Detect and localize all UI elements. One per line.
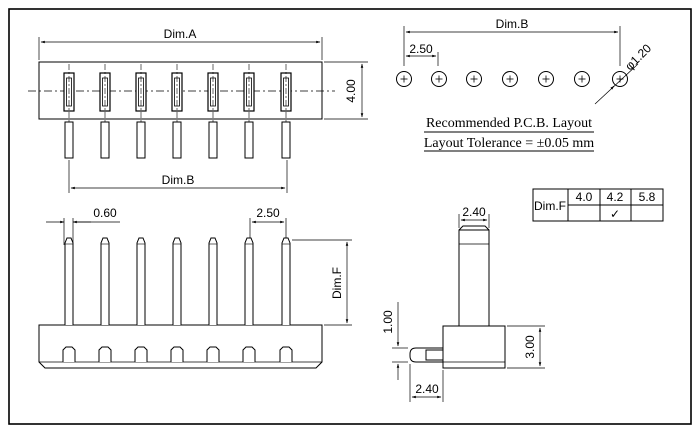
top-pin — [99, 64, 111, 160]
top-pin-tail — [172, 121, 182, 159]
front-pin-post — [172, 237, 182, 325]
dim-a-label: Dim.A — [164, 27, 197, 41]
top-pin-tail — [208, 121, 218, 159]
front-pin-post — [208, 237, 218, 325]
height-body-label: 4.00 — [344, 79, 358, 103]
pcb-hole — [396, 71, 412, 87]
dim-b-pcb-label: Dim.B — [496, 17, 529, 31]
top-pin-tail — [244, 121, 254, 159]
front-pin-post — [281, 237, 291, 325]
front-pin-post — [100, 237, 110, 325]
pcb-layout-tolerance: Layout Tolerance = ±0.05 mm — [424, 136, 594, 151]
pcb-hole — [502, 71, 518, 87]
front-pin-post — [244, 237, 254, 325]
dim-f-check-1: ✓ — [610, 207, 620, 221]
front-pin-foot — [62, 346, 76, 362]
front-pin — [279, 237, 293, 362]
top-pin-tail — [100, 121, 110, 159]
pcb-layout-title: Recommended P.C.B. Layout — [426, 116, 592, 131]
front-pin — [242, 237, 256, 362]
top-pin — [63, 64, 75, 160]
front-pin-foot — [134, 346, 148, 362]
top-pin — [280, 64, 292, 160]
pcb-hole — [574, 71, 590, 87]
dim-f-option-1: 4.2 — [607, 190, 624, 204]
front-pin — [170, 237, 184, 362]
pcb-hole — [612, 71, 628, 87]
top-pin — [135, 64, 147, 160]
front-pins — [62, 237, 293, 362]
front-pin-foot — [98, 346, 112, 362]
pcb-holes — [396, 71, 628, 87]
top-pin-tail — [281, 121, 291, 159]
top-view: Dim.A 4.00 Dim.B — [28, 27, 368, 193]
pitch-front-label: 2.50 — [256, 206, 280, 220]
side-bottom-label: 2.40 — [415, 382, 439, 396]
front-pin-foot — [279, 346, 293, 362]
pin-width-label: 0.60 — [93, 206, 117, 220]
front-pin-foot — [170, 346, 184, 362]
front-pin — [206, 237, 220, 362]
front-pin-foot — [206, 346, 220, 362]
pitch-pcb-label: 2.50 — [409, 42, 433, 56]
top-pins — [63, 64, 292, 160]
front-pin — [62, 237, 76, 362]
hole-dia-label: φ1.20 — [622, 41, 654, 73]
dim-b-top-label: Dim.B — [162, 173, 195, 187]
side-width-label: 2.40 — [462, 205, 486, 219]
pcb-hole — [466, 71, 482, 87]
dim-f-table: Dim.F 4.0 4.2 5.8 ✓ — [532, 188, 664, 222]
side-view: 2.40 1.00 3.00 2.40 — [381, 205, 545, 402]
top-pin — [243, 64, 255, 160]
top-pin — [207, 64, 219, 160]
top-pin-tail — [64, 121, 74, 159]
dim-f-option-2: 5.8 — [639, 190, 656, 204]
dim-f-option-0: 4.0 — [576, 190, 593, 204]
pcb-hole — [431, 71, 447, 87]
side-offset-label: 1.00 — [381, 310, 395, 334]
pcb-layout: Dim.B 2.50 φ1.20 Recommended P.C.B. Layo… — [396, 17, 654, 152]
front-pin-foot — [242, 346, 256, 362]
front-view: 0.60 2.50 Dim.F — [38, 206, 352, 369]
dim-f-label: Dim.F — [330, 267, 344, 299]
front-pin — [98, 237, 112, 362]
top-pin — [171, 64, 183, 160]
pcb-hole — [538, 71, 554, 87]
top-pin-tail — [136, 121, 146, 159]
front-pin-post — [136, 237, 146, 325]
front-pin — [134, 237, 148, 362]
front-pin-post — [64, 237, 74, 325]
drawing-frame — [8, 8, 692, 425]
side-height-label: 3.00 — [523, 335, 537, 359]
dim-f-table-header: Dim.F — [534, 199, 566, 213]
